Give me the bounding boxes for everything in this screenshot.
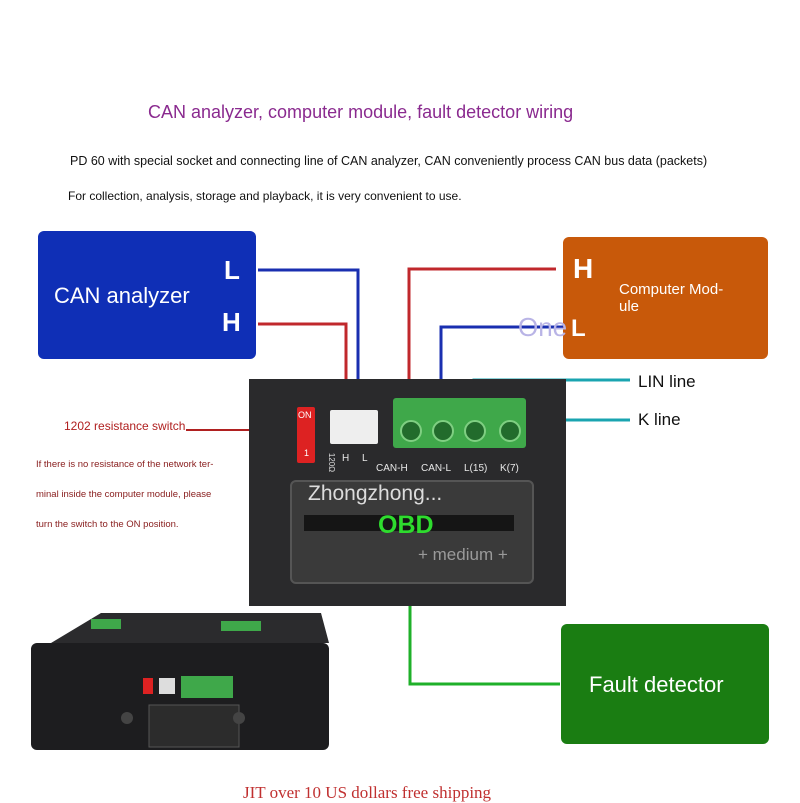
description-line-1: PD 60 with special socket and connecting… bbox=[70, 154, 708, 168]
switch-code: 120Ω bbox=[327, 452, 337, 473]
fault-detector-label: Fault detector bbox=[589, 672, 724, 697]
footer-note: JIT over 10 US dollars free shipping bbox=[243, 783, 492, 802]
can-analyzer-box: CAN analyzer L H bbox=[38, 231, 256, 359]
computer-module-pin-h: H bbox=[573, 253, 594, 284]
computer-module-label: Computer Mod- ule bbox=[619, 281, 724, 315]
obd-slot bbox=[304, 515, 514, 531]
fault-detector-box: Fault detector bbox=[561, 624, 769, 744]
note-line-3: turn the switch to the ON position. bbox=[36, 519, 179, 530]
lin-line-label: LIN line bbox=[638, 372, 696, 391]
computer-h-wire bbox=[407, 267, 556, 418]
description-line-2: For collection, analysis, storage and pl… bbox=[68, 189, 462, 203]
jst-l-label: L bbox=[362, 453, 368, 464]
terminal-pin bbox=[432, 420, 454, 442]
resistance-switch-label: 1202 resistance switch bbox=[64, 419, 186, 433]
note-line-2: minal inside the computer module, please bbox=[36, 489, 212, 500]
fault-wire bbox=[408, 580, 560, 686]
jst-h-label: H bbox=[342, 453, 350, 464]
computer-module-pin-l: L bbox=[571, 315, 586, 342]
medium-label: + medium + bbox=[418, 545, 508, 564]
device-photo bbox=[31, 613, 329, 750]
pin-label-k7: K(7) bbox=[500, 463, 519, 474]
terminal-pin bbox=[499, 420, 521, 442]
pin-label-l15: L(15) bbox=[464, 463, 488, 474]
page-title: CAN analyzer, computer module, fault det… bbox=[148, 102, 574, 122]
can-analyzer-pin-l: L bbox=[224, 255, 240, 285]
pin-label-can-l: CAN-L bbox=[421, 463, 452, 474]
resistance-switch bbox=[297, 407, 315, 463]
k-line-label: K line bbox=[638, 410, 681, 429]
obd-plate bbox=[290, 480, 534, 584]
can-analyzer-pin-h: H bbox=[222, 307, 241, 337]
terminal-pin bbox=[400, 420, 422, 442]
computer-module-box: H Computer Mod- ule L bbox=[563, 237, 768, 359]
switch-on-label: ON bbox=[298, 410, 312, 420]
terminal-block bbox=[393, 398, 526, 448]
brand-label: Zhongzhong... bbox=[308, 482, 443, 505]
jst-connector bbox=[330, 410, 378, 444]
can-analyzer-label: CAN analyzer bbox=[54, 283, 190, 308]
obd-label: OBD bbox=[378, 511, 434, 539]
pin-label-can-h: CAN-H bbox=[376, 463, 408, 474]
can-l-wire bbox=[258, 268, 360, 410]
watermark: One bbox=[518, 312, 568, 342]
terminal-pin bbox=[464, 420, 486, 442]
switch-number: 1 bbox=[304, 448, 310, 458]
note-line-1: If there is no resistance of the network… bbox=[36, 459, 214, 470]
